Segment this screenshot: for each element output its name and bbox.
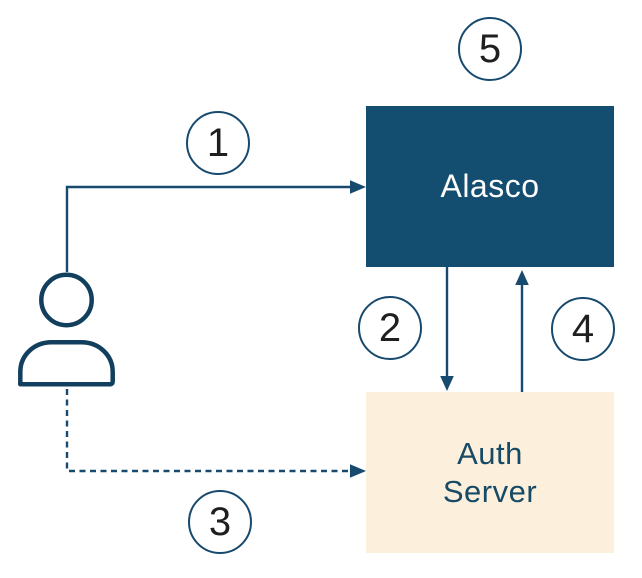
step-badge-1: 1 — [186, 111, 250, 175]
auth-server-label-line1: Auth — [457, 435, 523, 471]
arrow-3-user-to-auth-server — [65, 389, 366, 478]
person-icon — [18, 272, 115, 387]
arrow-1-user-to-alasco — [65, 180, 366, 272]
step-number-5: 5 — [478, 26, 502, 71]
step-number-2: 2 — [378, 305, 402, 350]
step-number-4: 4 — [571, 306, 595, 351]
arrow-4-auth-server-to-alasco — [515, 270, 529, 392]
alasco-label: Alasco — [440, 168, 540, 204]
step-badge-2: 2 — [358, 296, 422, 360]
arrow-2-alasco-to-auth-server — [440, 267, 454, 391]
step-number-3: 3 — [208, 499, 232, 544]
auth-server-label-line2: Server — [442, 473, 538, 509]
step-badge-5: 5 — [458, 17, 522, 81]
step-number-1: 1 — [206, 120, 230, 165]
node-alasco: Alasco — [366, 106, 614, 267]
step-badge-4: 4 — [551, 297, 615, 361]
node-auth-server: Auth Server — [366, 392, 614, 553]
step-badge-3: 3 — [188, 490, 252, 554]
